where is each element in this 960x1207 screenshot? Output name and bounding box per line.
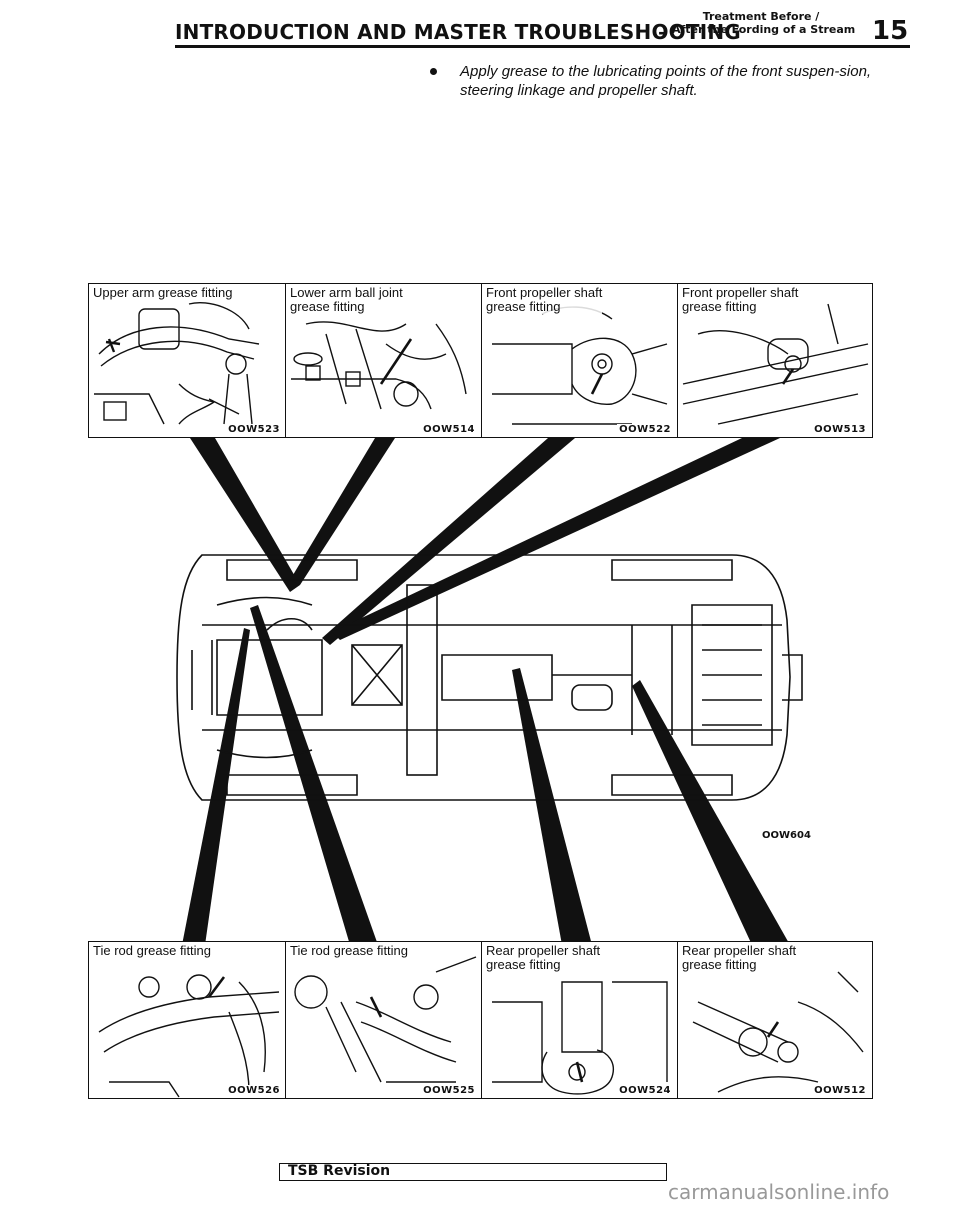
upper-arm-illustration bbox=[94, 302, 260, 425]
rear-shaft-a-illustration bbox=[492, 981, 668, 1095]
pointer-rear-shaft-b bbox=[632, 680, 790, 945]
rear-shaft-b-illustration bbox=[692, 971, 864, 1093]
pointer-lower-arm bbox=[290, 438, 395, 585]
panel-label: Front propeller shaft grease fitting bbox=[486, 285, 603, 314]
lower-arm-illustration bbox=[291, 321, 467, 410]
panel-label: Tie rod grease fitting bbox=[290, 943, 409, 958]
front-shaft-a-illustration bbox=[492, 306, 668, 425]
tie-rod-a-illustration bbox=[98, 974, 280, 1098]
panel-tie-rod-a: Tie rod grease fitting OOW526 bbox=[88, 941, 287, 1099]
figure-code: OOW604 bbox=[762, 830, 811, 841]
section-subtitle: Treatment Before / After the Fording of … bbox=[672, 10, 855, 36]
vehicle-underside-diagram bbox=[176, 554, 803, 801]
header-rule bbox=[175, 45, 910, 48]
pointer-front-shaft-a bbox=[322, 438, 575, 645]
subtitle-line-1: Treatment Before / bbox=[702, 10, 820, 23]
figure-code: OOW524 bbox=[617, 1085, 673, 1096]
panel-front-shaft-b: Front propeller shaft grease fitting OOW… bbox=[677, 283, 873, 438]
page-number: 15 bbox=[872, 16, 909, 46]
figure-code: OOW523 bbox=[226, 424, 282, 435]
tsb-revision-label: TSB Revision bbox=[288, 1163, 391, 1179]
figure-code: OOW514 bbox=[421, 424, 477, 435]
panel-label: Rear propeller shaft grease fitting bbox=[486, 943, 601, 972]
pointer-front-shaft-b bbox=[332, 438, 780, 640]
instruction-bullet: Apply grease to the lubricating points o… bbox=[430, 62, 912, 100]
tsb-revision-box: TSB Revision bbox=[279, 1163, 667, 1181]
figure-code: OOW525 bbox=[421, 1085, 477, 1096]
pointer-upper-arm bbox=[190, 438, 300, 592]
tie-rod-b-illustration bbox=[294, 956, 477, 1083]
figure-code: OOW512 bbox=[812, 1085, 868, 1096]
subtitle-line-2: After the Fording of a Stream bbox=[672, 23, 856, 36]
page-header: INTRODUCTION AND MASTER TROUBLESHOOTING … bbox=[0, 0, 960, 50]
pointer-tie-rod-a bbox=[182, 628, 250, 945]
pointer-rear-shaft-a bbox=[512, 668, 592, 945]
title-separator: – bbox=[658, 20, 668, 44]
panel-upper-arm: Upper arm grease fitting OOW523 bbox=[88, 283, 287, 438]
figure-code: OOW526 bbox=[226, 1085, 282, 1096]
section-title: INTRODUCTION AND MASTER TROUBLESHOOTING bbox=[175, 20, 741, 44]
panel-label: Upper arm grease fitting bbox=[93, 285, 233, 300]
figure-code: OOW513 bbox=[812, 424, 868, 435]
figure-code: OOW522 bbox=[617, 424, 673, 435]
watermark: carmanualsonline.info bbox=[668, 1180, 890, 1204]
panel-tie-rod-b: Tie rod grease fitting OOW525 bbox=[285, 941, 482, 1099]
panel-label: Lower arm ball joint grease fitting bbox=[290, 285, 403, 314]
instruction-text: Apply grease to the lubricating points o… bbox=[460, 63, 872, 99]
panel-label: Tie rod grease fitting bbox=[93, 943, 212, 958]
panel-rear-shaft-a: Rear propeller shaft grease fitting OOW5… bbox=[481, 941, 678, 1099]
panel-label: Rear propeller shaft grease fitting bbox=[682, 943, 797, 972]
bullet-icon bbox=[430, 68, 437, 75]
panel-rear-shaft-b: Rear propeller shaft grease fitting OOW5… bbox=[677, 941, 873, 1099]
front-shaft-b-illustration bbox=[682, 303, 869, 425]
panel-lower-arm: Lower arm ball joint grease fitting OOW5… bbox=[285, 283, 482, 438]
panel-front-shaft-a: Front propeller shaft grease fitting OOW… bbox=[481, 283, 678, 438]
panel-label: Front propeller shaft grease fitting bbox=[682, 285, 799, 314]
